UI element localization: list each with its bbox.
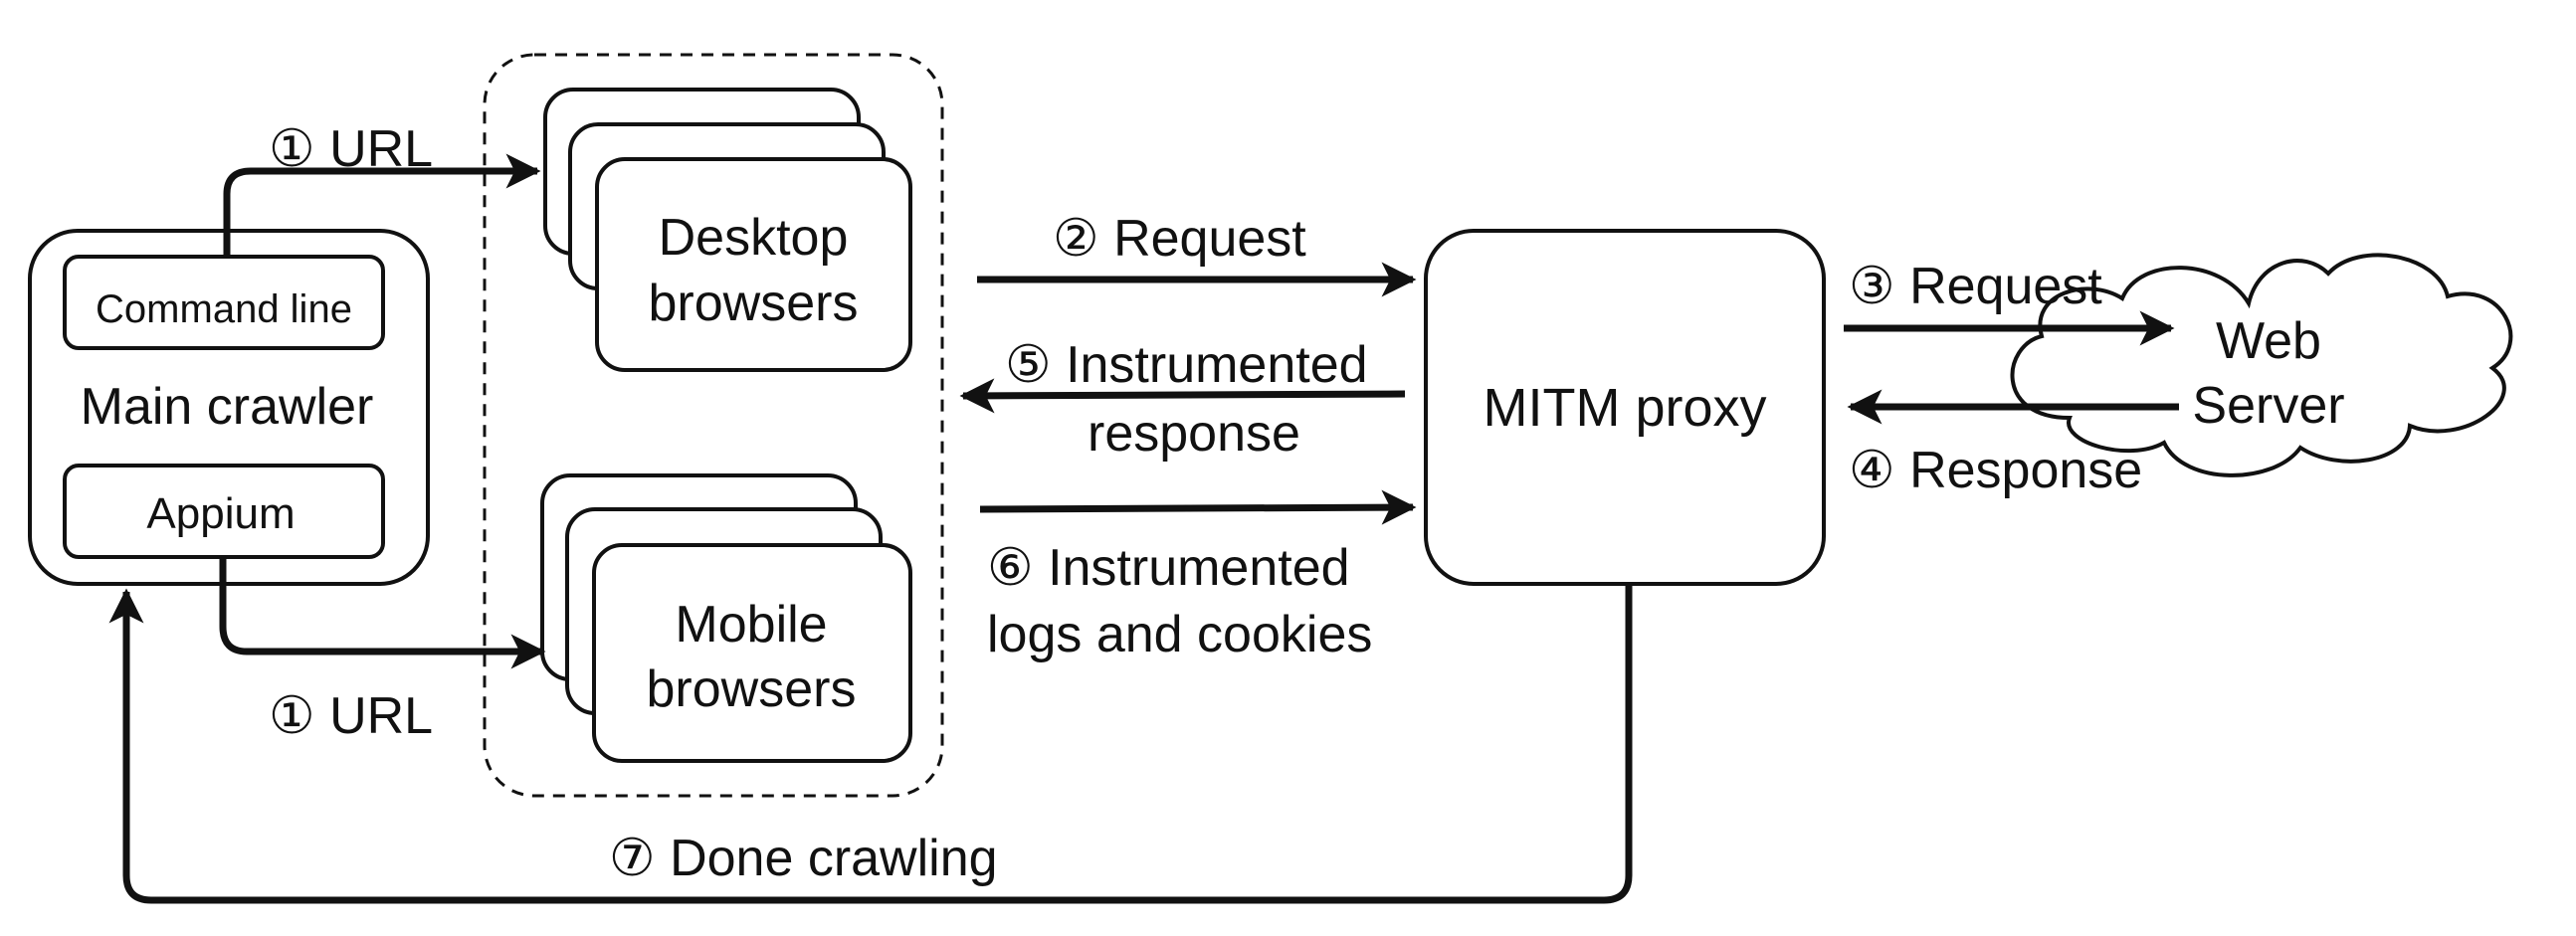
step-request-to-server-label: ③ Request	[1849, 258, 2102, 315]
mobile-browsers-stack: Mobile browsers	[540, 473, 912, 763]
step-instrumented-logs-label-line2: logs and cookies	[987, 606, 1372, 663]
url-desktop-arrow	[223, 153, 541, 257]
mobile-browsers-label-line1: Mobile	[675, 596, 827, 654]
url-mobile-arrow	[219, 557, 546, 669]
main-crawler-title: Main crawler	[81, 378, 374, 436]
web-server-label-line1: Web	[2216, 312, 2321, 370]
main-crawler-box: Command line Main crawler Appium	[28, 229, 430, 586]
step-done-crawling-label: ⑦ Done crawling	[609, 830, 998, 887]
instrumented-response-arrow	[959, 378, 1406, 414]
step-instrumented-response-label-line2: response	[1088, 405, 1300, 463]
done-crawling-arrow	[108, 584, 1633, 904]
step-response-from-server-label: ④ Response	[1849, 442, 2142, 499]
mitm-proxy-label: MITM proxy	[1483, 378, 1766, 438]
mitm-proxy-box: MITM proxy	[1424, 229, 1826, 586]
desktop-browsers-label-line1: Desktop	[659, 209, 849, 267]
step-url-desktop-label: ① URL	[269, 120, 433, 178]
mobile-browsers-label-line2: browsers	[647, 660, 857, 718]
web-server-cloud: Web Server	[2010, 253, 2513, 477]
step-instrumented-logs-label-line1: ⑥ Instrumented	[987, 539, 1350, 597]
step-url-mobile-label: ① URL	[269, 687, 433, 745]
step-instrumented-response-label-line1: ⑤ Instrumented	[1005, 336, 1368, 394]
desktop-browsers-label-line2: browsers	[649, 275, 859, 332]
browsers-group	[483, 53, 944, 798]
desktop-browsers-stack: Desktop browsers	[543, 88, 912, 372]
web-server-label-line2: Server	[2192, 377, 2344, 435]
step-request-to-proxy-label: ② Request	[1053, 210, 1306, 268]
command-line-label: Command line	[96, 287, 352, 331]
appium-label: Appium	[146, 489, 295, 538]
instrumented-logs-arrow	[979, 489, 1417, 525]
